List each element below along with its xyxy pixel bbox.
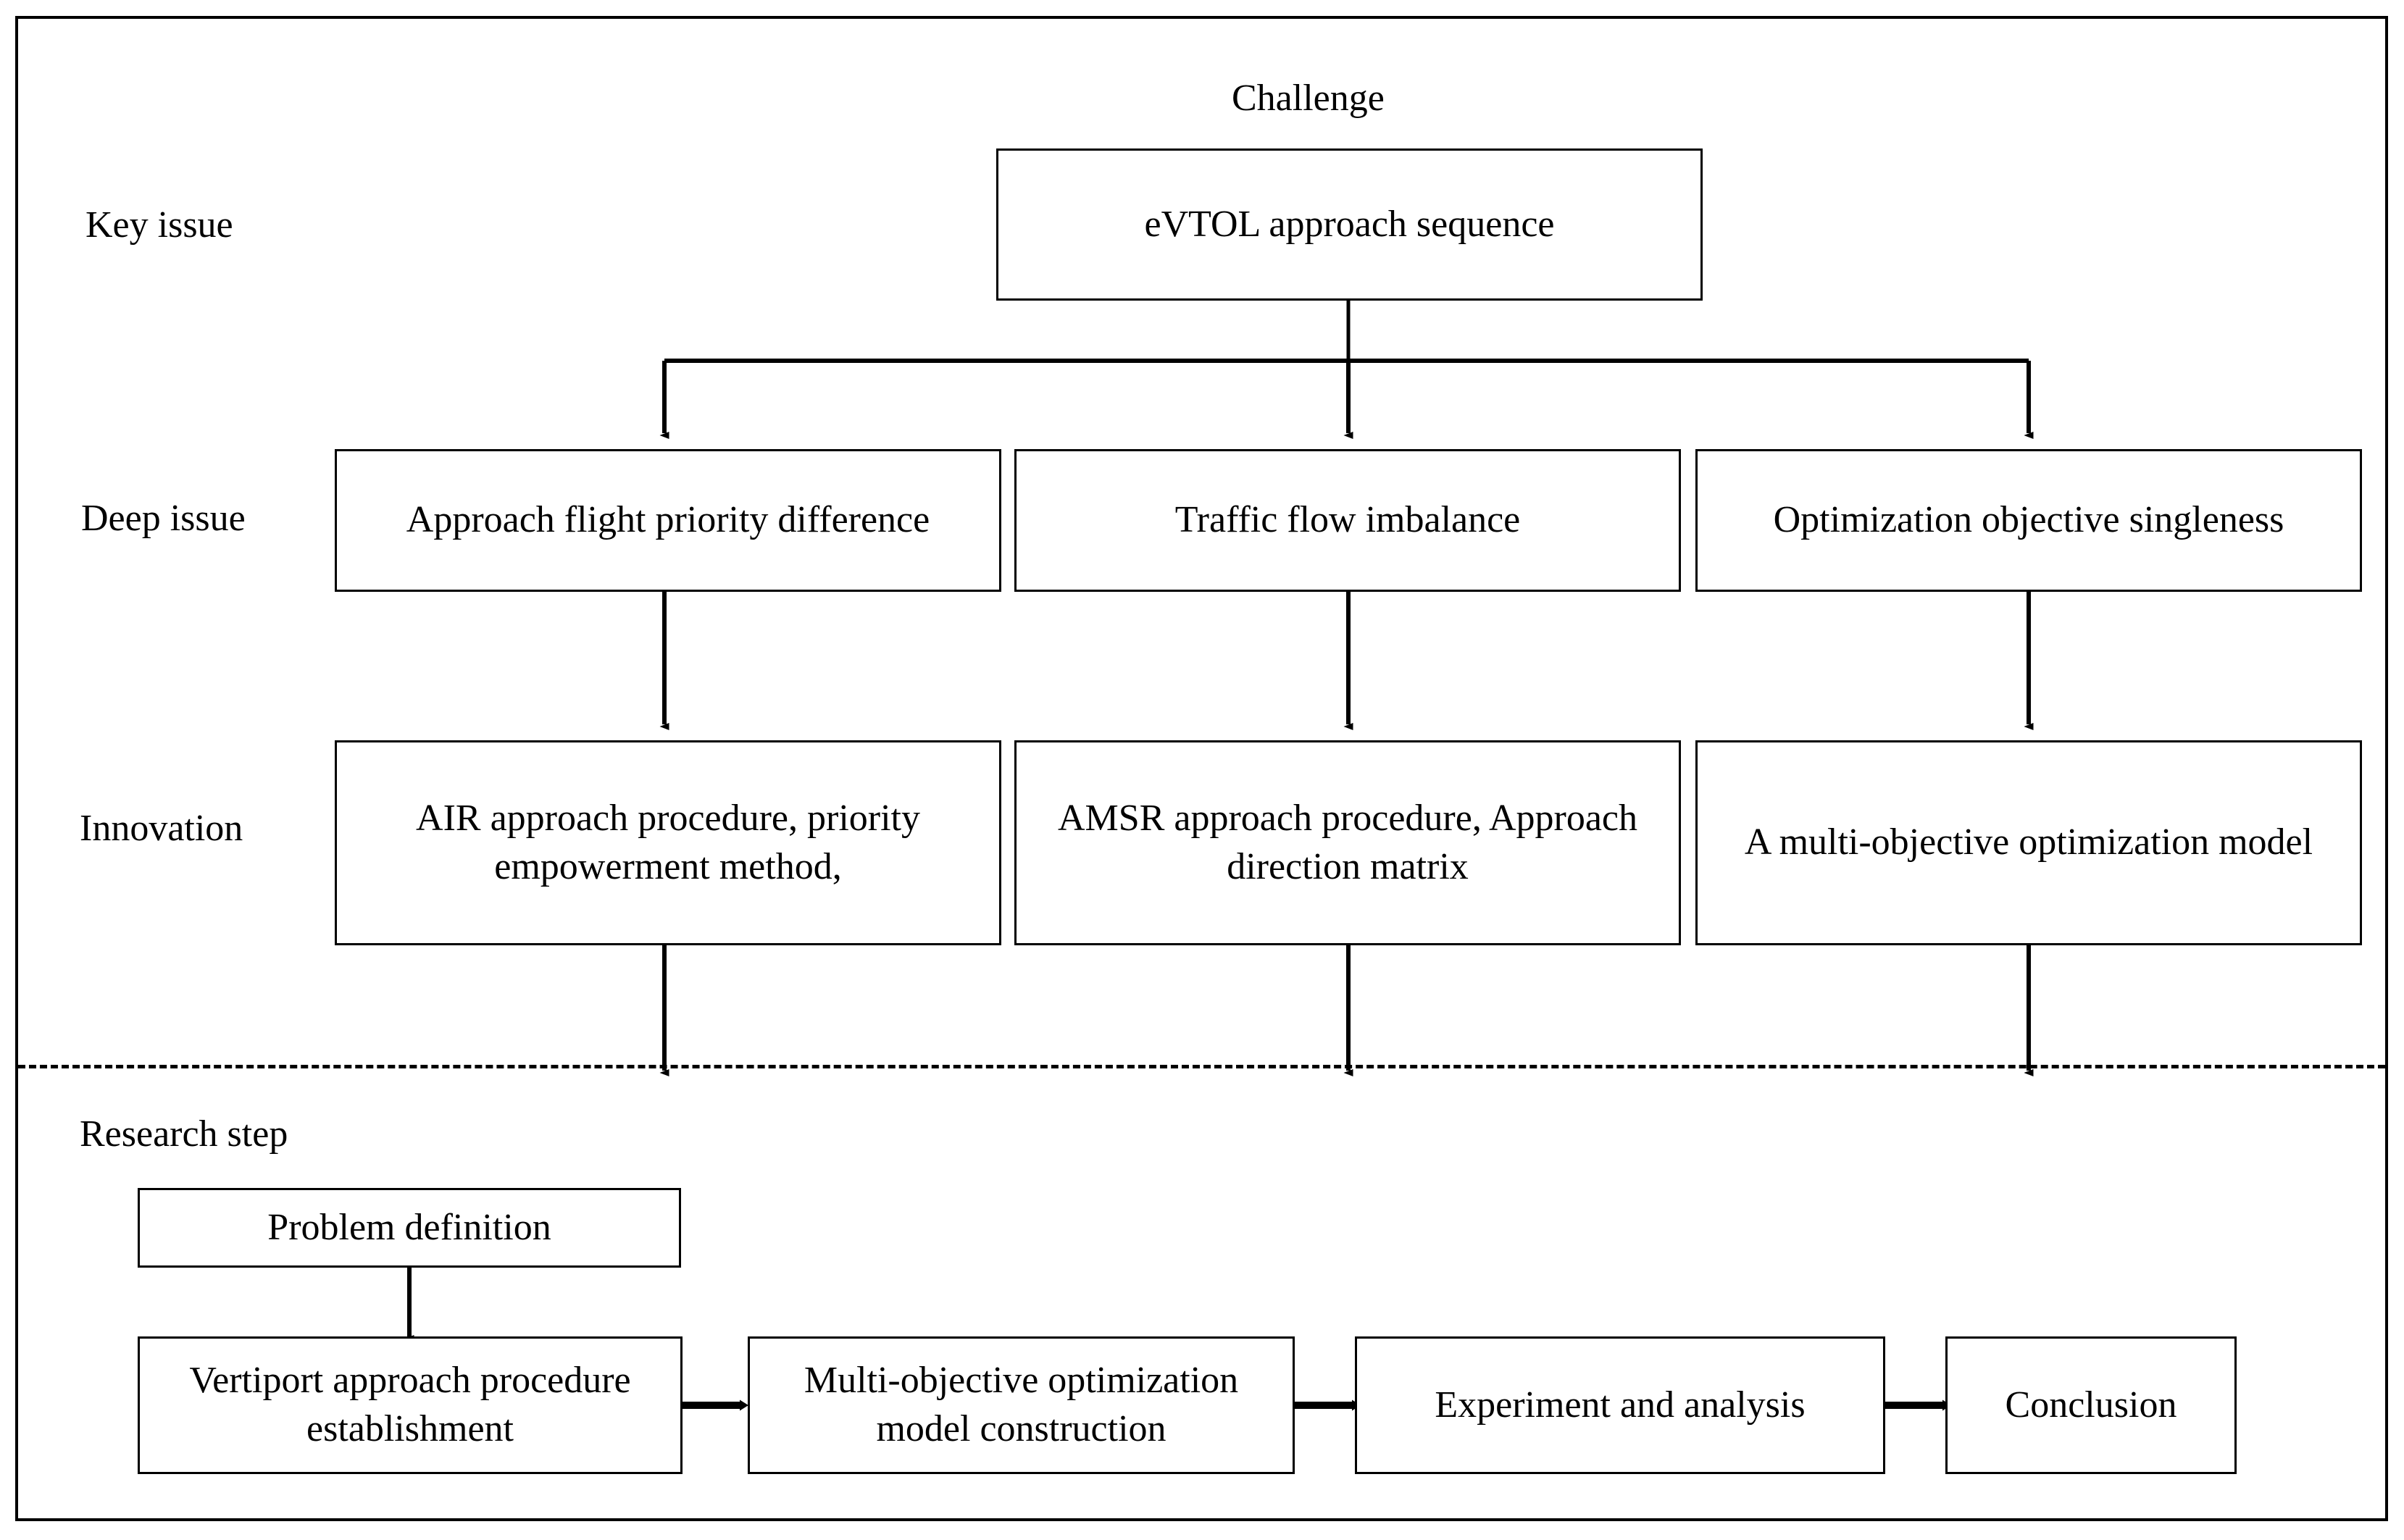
node-amsr-approach-procedure[interactable]: AMSR approach procedure, Approach direct… [1014, 740, 1681, 945]
node-multi-objective-optimization-model-construction[interactable]: Multi-objective optimization model const… [748, 1336, 1295, 1474]
node-optimization-objective-singleness[interactable]: Optimization objective singleness [1695, 449, 2362, 592]
node-approach-flight-priority-difference[interactable]: Approach flight priority difference [335, 449, 1001, 592]
node-traffic-flow-imbalance[interactable]: Traffic flow imbalance [1014, 449, 1681, 592]
node-conclusion[interactable]: Conclusion [1945, 1336, 2237, 1474]
row-label-innovation: Innovation [80, 808, 243, 849]
node-evtol-approach-sequence[interactable]: eVTOL approach sequence [996, 148, 1703, 301]
section-divider-dashed [18, 1065, 2385, 1068]
node-air-approach-procedure[interactable]: AIR approach procedure, priority empower… [335, 740, 1001, 945]
node-experiment-and-analysis[interactable]: Experiment and analysis [1355, 1336, 1885, 1474]
row-label-research-step: Research step [80, 1113, 288, 1155]
node-problem-definition[interactable]: Problem definition [138, 1188, 681, 1268]
challenge-title: Challenge [1232, 78, 1385, 119]
node-multi-objective-optimization-model[interactable]: A multi-objective optimization model [1695, 740, 2362, 945]
row-label-key-issue: Key issue [85, 204, 233, 246]
outer-border-frame [15, 16, 2388, 1521]
row-label-deep-issue: Deep issue [81, 498, 246, 539]
node-vertiport-approach-procedure-establishment[interactable]: Vertiport approach procedure establishme… [138, 1336, 683, 1474]
